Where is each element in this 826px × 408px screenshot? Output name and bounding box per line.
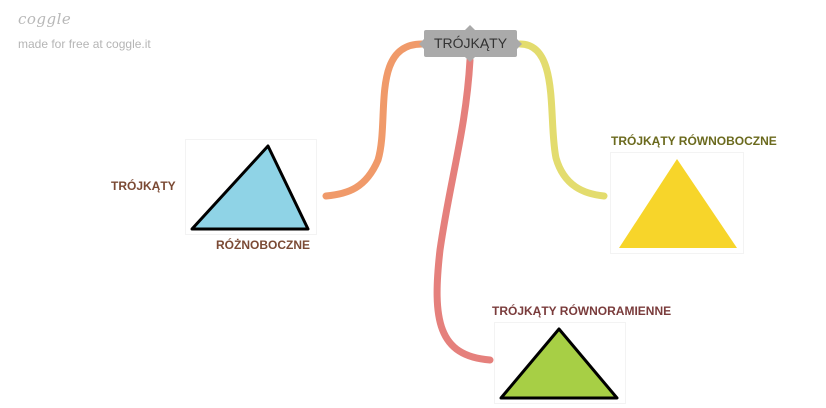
- isosceles-triangle-icon: [499, 327, 619, 400]
- triangle-image-equilateral[interactable]: [610, 152, 744, 254]
- scalene-triangle-icon: [190, 144, 310, 231]
- tagline: made for free at coggle.it: [18, 37, 151, 51]
- equilateral-triangle-icon: [619, 159, 737, 248]
- branch-rownoramienne[interactable]: [433, 56, 494, 364]
- root-node-handle-left[interactable]: [419, 39, 424, 49]
- triangle-image-isosceles[interactable]: [494, 322, 626, 404]
- coggle-logo: coggle: [18, 10, 72, 28]
- root-node[interactable]: TRÓJKĄTY: [419, 25, 522, 62]
- branch-roznoboczne[interactable]: [322, 40, 426, 200]
- node-label-rownoboczne[interactable]: TRÓJKĄTY RÓWNOBOCZNE: [611, 134, 777, 148]
- root-node-handle-top[interactable]: [465, 25, 475, 30]
- branch-rownoboczne[interactable]: [516, 40, 608, 200]
- root-node-handle-bottom[interactable]: [465, 57, 475, 62]
- root-node-handle-right[interactable]: [517, 39, 522, 49]
- node-label-roznoboczne-line1[interactable]: TRÓJKĄTY: [111, 179, 176, 193]
- triangle-image-scalene[interactable]: [185, 139, 317, 235]
- node-label-roznoboczne-line2[interactable]: RÓŻNOBOCZNE: [216, 238, 310, 252]
- node-label-rownoramienne[interactable]: TRÓJKĄTY RÓWNORAMIENNE: [492, 304, 672, 318]
- root-node-label: TRÓJKĄTY: [433, 35, 508, 51]
